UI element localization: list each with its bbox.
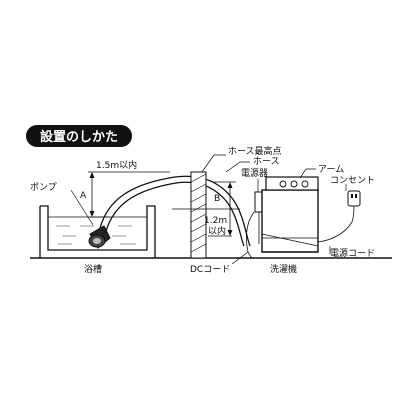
dc-cord-line bbox=[245, 211, 255, 259]
label-power-cord: 電源コード bbox=[330, 248, 375, 259]
power-cord-line bbox=[317, 205, 355, 243]
label-dc-cord: DCコード bbox=[190, 265, 230, 275]
leader-lines bbox=[70, 154, 347, 265]
pump bbox=[88, 225, 111, 249]
water-lines bbox=[56, 225, 136, 245]
outlet bbox=[347, 190, 361, 207]
label-washer: 洗濯機 bbox=[270, 263, 297, 275]
label-hose-top: ホース最高点 bbox=[228, 145, 282, 157]
hose bbox=[99, 175, 251, 247]
label-pump: ポンプ bbox=[30, 182, 57, 193]
title-badge: 設置のしかた bbox=[26, 125, 132, 147]
washing-machine bbox=[261, 176, 319, 253]
height-a-label: A bbox=[80, 191, 87, 201]
height-b-value-line1: 1.2m bbox=[204, 216, 227, 226]
label-bathtub: 浴槽 bbox=[84, 263, 102, 275]
label-hose: ホース bbox=[253, 156, 280, 167]
height-b-label: B bbox=[214, 194, 220, 204]
dimension-a: A 1.5m以内 bbox=[80, 159, 170, 218]
label-power-unit: 電源器 bbox=[241, 168, 268, 179]
height-b-value: 1.2m 以内 bbox=[204, 216, 230, 237]
label-outlet: コンセント bbox=[330, 175, 375, 186]
height-b-value-line2: 以内 bbox=[208, 225, 226, 237]
wall bbox=[190, 171, 207, 259]
diagram-title: 設置のしかた bbox=[40, 129, 118, 145]
label-arm: アーム bbox=[318, 164, 344, 175]
height-a-value: 1.5m以内 bbox=[96, 159, 137, 171]
dimension-b: B 1.2m 以内 bbox=[172, 181, 240, 237]
